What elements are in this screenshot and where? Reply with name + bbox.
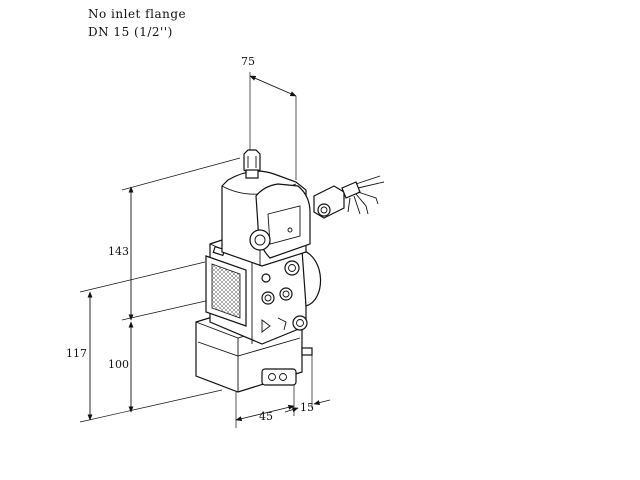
- dimension-100-label: 100: [108, 358, 129, 371]
- valve-body: [195, 149, 322, 393]
- dimension-lines: [79, 72, 331, 428]
- dimension-45-label: 45: [259, 410, 273, 423]
- note-nominal-diameter: DN 15 (1/2''): [88, 25, 173, 39]
- dimension-15-label: 15: [300, 401, 314, 414]
- dimension-143-label: 143: [108, 245, 129, 258]
- dimension-75-label: 75: [241, 55, 255, 68]
- dimension-117-label: 117: [66, 347, 87, 360]
- note-inlet-flange: No inlet flange: [88, 7, 187, 21]
- electrical-connector-plug: [313, 175, 385, 219]
